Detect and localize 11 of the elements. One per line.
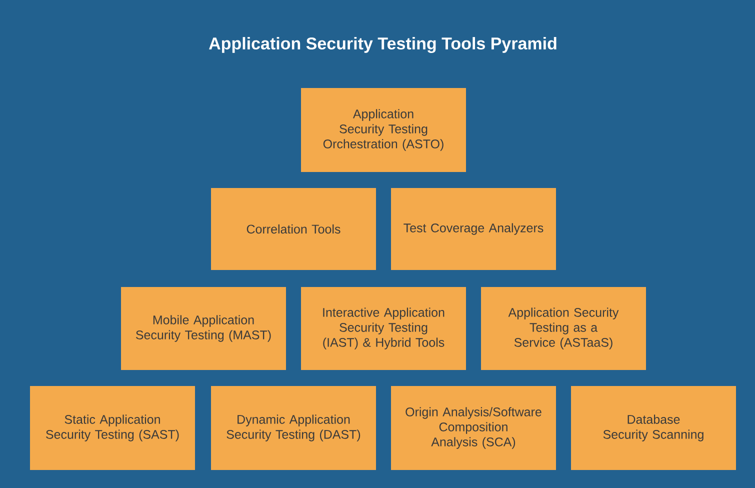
tool-box: Mobile Application Security Testing (MAST) xyxy=(121,287,286,370)
title: Application Security Testing Tools Pyramid xyxy=(209,37,556,53)
tool-box: Application Security Testing Orchestration (ASTO) xyxy=(301,88,466,172)
tool-box: Database Security Scanning xyxy=(571,386,736,470)
tool-box: Correlation Tools xyxy=(211,188,376,270)
tool-box: Application Security Testing as a Service (ASTaaS) xyxy=(481,287,646,370)
tool-box: Dynamic Application Security Testing (DAST) xyxy=(211,386,376,470)
tool-box: Test Coverage Analyzers xyxy=(391,188,556,270)
tool-box: Interactive Application Security Testing (IAST) & Hybrid Tools xyxy=(301,287,466,370)
tool-box: Origin Analysis/Software Composition Analysis (SCA) xyxy=(391,386,556,470)
tool-box: Static Application Security Testing (SAST) xyxy=(30,386,195,470)
